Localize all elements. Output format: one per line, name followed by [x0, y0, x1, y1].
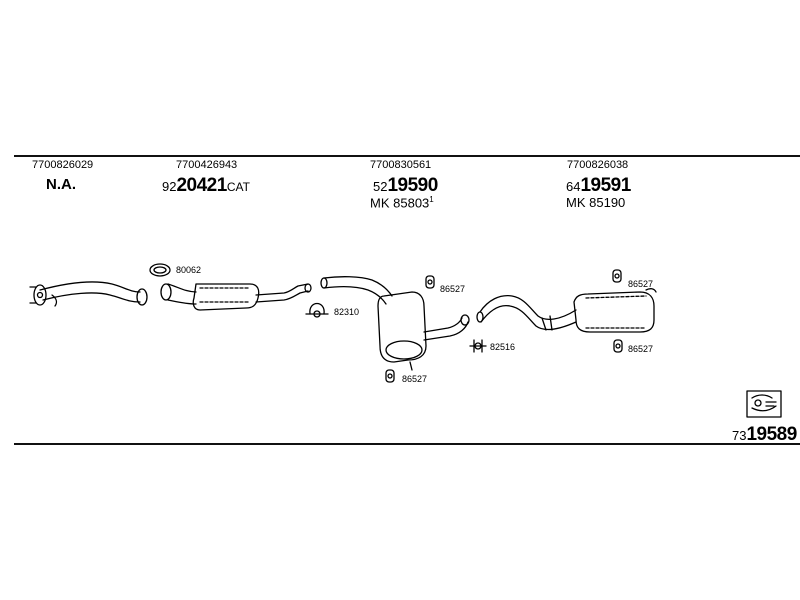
hanger-rear-top-icon	[612, 269, 622, 283]
hanger-rear-bottom-icon	[613, 339, 623, 353]
label-clamp-front: 82310	[334, 307, 360, 317]
part-number-col3: 7700830561	[370, 159, 432, 171]
clamp-mid-icon	[469, 339, 487, 353]
catalyst-code: 9220421CAT	[162, 175, 250, 197]
part-number-col2: 7700426943	[176, 159, 238, 171]
mid-muffler-code: 5219590	[373, 175, 438, 197]
label-hanger-rear-bottom: 86527	[628, 344, 654, 354]
rear-muffler	[476, 288, 657, 333]
hanger-mid-top-icon	[425, 275, 435, 289]
mid-muffler-mk-label: MK	[370, 195, 390, 211]
catalyst-code-prefix: 92	[162, 179, 177, 194]
rear-muffler-mk: MK 85190	[566, 195, 625, 210]
rear-muffler-mk-number: 85190	[589, 195, 626, 210]
rear-muffler-mk-label: MK	[566, 195, 586, 210]
label-clamp-mid: 82516	[490, 342, 516, 352]
catalyst-code-main: 20421	[176, 175, 227, 196]
clamp-front-icon	[305, 302, 329, 318]
hanger-mid-bottom-icon	[385, 369, 395, 383]
gasket-icon	[149, 263, 171, 277]
mid-muffler-code-prefix: 52	[373, 179, 388, 194]
front-pipe	[29, 281, 148, 307]
rear-muffler-code: 6419591	[566, 175, 631, 197]
mid-muffler-code-main: 19590	[387, 175, 438, 196]
label-hanger-mid-top: 86527	[440, 284, 466, 294]
part-number-col4: 7700826038	[567, 159, 629, 171]
kit-number-prefix: 73	[732, 428, 747, 443]
top-rule	[14, 155, 800, 157]
label-hanger-rear-top: 86527	[628, 279, 654, 289]
mid-muffler-mk-sup: 1	[429, 195, 434, 204]
part-number-col1: 7700826029	[32, 159, 94, 171]
catalytic-converter	[160, 283, 312, 311]
label-hanger-mid-bottom: 86527	[402, 374, 428, 384]
kit-number-main: 19589	[746, 424, 797, 445]
middle-muffler	[320, 276, 470, 371]
mid-muffler-mk: MK 858031	[370, 195, 434, 210]
rear-muffler-code-prefix: 64	[566, 179, 581, 194]
label-gasket: 80062	[176, 265, 202, 275]
kit-number: 7319589	[732, 424, 797, 446]
catalyst-code-suffix: CAT	[226, 180, 250, 194]
not-available-label: N.A.	[46, 176, 76, 193]
rear-muffler-code-main: 19591	[580, 175, 631, 196]
kit-box-icon	[746, 390, 782, 418]
bottom-rule	[14, 443, 800, 445]
mid-muffler-mk-number: 85803	[393, 195, 430, 211]
